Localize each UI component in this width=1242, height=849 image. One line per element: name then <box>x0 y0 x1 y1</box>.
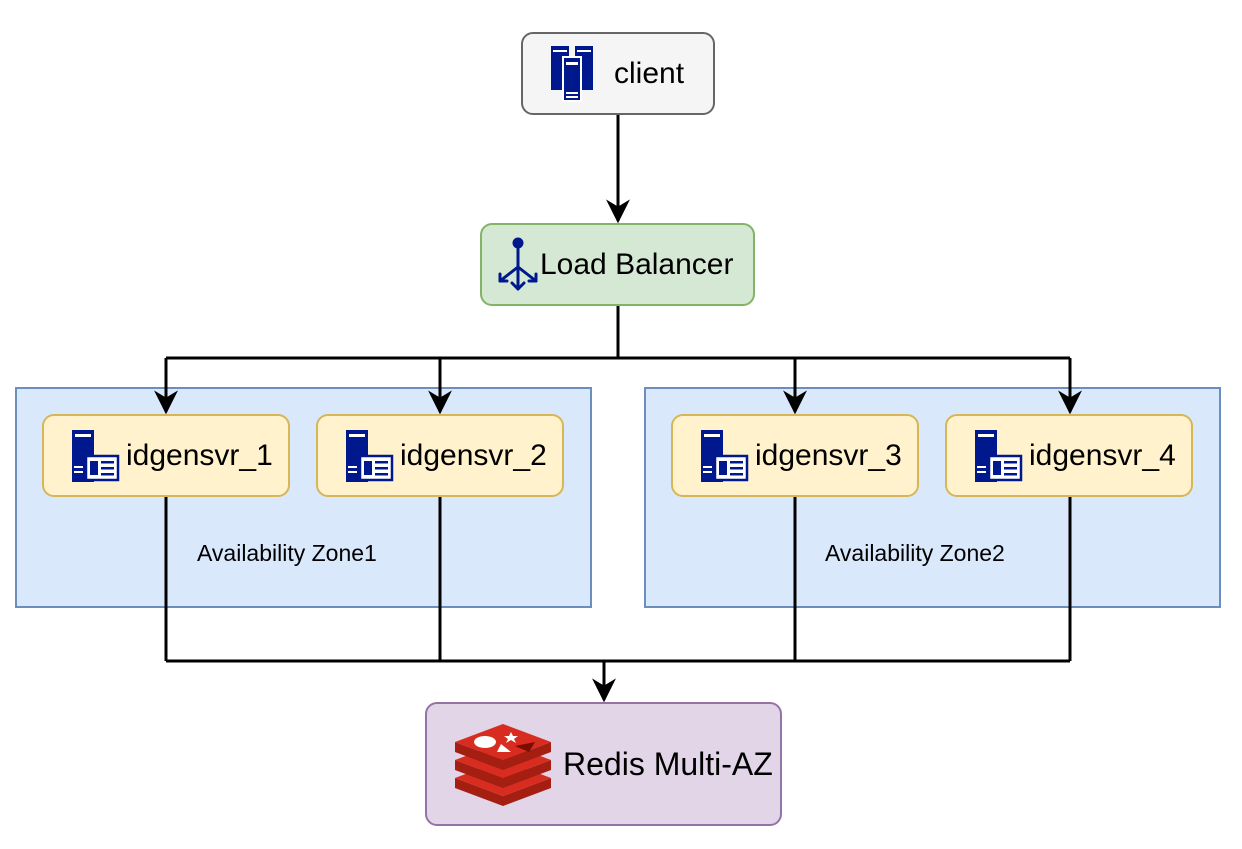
redis-node[interactable]: Redis Multi-AZ <box>425 702 782 826</box>
server-node-4[interactable]: idgensvr_4 <box>945 414 1193 497</box>
availability-zone-1-label: Availability Zone1 <box>197 540 377 566</box>
load-balancer-node[interactable]: Load Balancer <box>480 223 755 306</box>
server-icon <box>701 429 749 482</box>
server-label: idgensvr_2 <box>400 438 547 472</box>
client-label: client <box>614 56 685 90</box>
server-node-2[interactable]: idgensvr_2 <box>316 414 564 497</box>
server-label: idgensvr_3 <box>755 438 902 472</box>
load-balancer-label: Load Balancer <box>540 247 734 281</box>
server-node-3[interactable]: idgensvr_3 <box>671 414 919 497</box>
server-label: idgensvr_4 <box>1029 438 1176 472</box>
server-icon <box>975 429 1023 482</box>
client-node[interactable]: client <box>521 32 715 115</box>
server-icon <box>346 429 394 482</box>
redis-label: Redis Multi-AZ <box>563 745 773 782</box>
server-label: idgensvr_1 <box>126 438 273 472</box>
load-balancer-icon <box>498 237 538 290</box>
server-rack-icon <box>551 45 593 102</box>
server-node-1[interactable]: idgensvr_1 <box>42 414 290 497</box>
availability-zone-2-label: Availability Zone2 <box>825 540 1005 566</box>
redis-logo-icon <box>455 724 551 806</box>
server-icon <box>72 429 120 482</box>
